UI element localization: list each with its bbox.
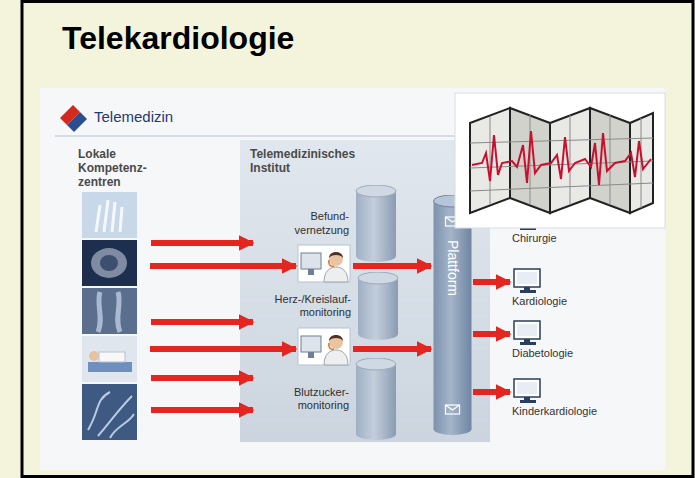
computer-station: Kardiologie <box>512 268 570 310</box>
red-arrow <box>151 407 253 413</box>
computer-station: Diabetologie <box>512 320 576 362</box>
image-thumbnails <box>82 192 137 440</box>
site-column: Lokale Kompetenz- zentren <box>78 148 150 445</box>
database-cylinder: Blutzucker- monitoring <box>255 358 397 440</box>
doctor-figure <box>298 245 350 282</box>
picture-ground <box>40 88 665 470</box>
computer-icon <box>512 378 544 404</box>
red-arrow <box>473 279 510 285</box>
computer-icon <box>512 268 544 294</box>
station-label: Kardiologie <box>512 295 570 308</box>
page-frame <box>22 2 693 477</box>
logo-mark <box>60 105 87 132</box>
cylinder-shape <box>357 272 399 340</box>
column-heading: Lokale Kompetenz- zentren <box>78 148 147 189</box>
database-cylinder: Herz-/Kreislauf- monitoring <box>255 272 399 340</box>
cylinder-shape <box>355 358 397 440</box>
red-arrow <box>150 266 431 349</box>
computer-icon <box>512 320 544 346</box>
column-heading: Telemedizinisches Institut <box>250 140 355 176</box>
doctor-figure <box>298 328 350 365</box>
cylinder-shape <box>355 185 397 262</box>
platform-shape <box>433 195 472 435</box>
platform-cylinder: Plattform <box>433 195 472 435</box>
red-arrow <box>151 375 253 381</box>
database-cylinder: Befund- vernetzung <box>255 185 397 262</box>
red-arrow <box>151 240 253 246</box>
red-arrow <box>473 331 510 337</box>
computer-station: Kinderkardiologie <box>512 378 599 420</box>
store-label: Blutzucker- monitoring <box>294 386 349 412</box>
store-label: Plattform <box>445 240 461 296</box>
institute-panel: Befund- vernetzungHerz-/Kreislauf- monit… <box>240 140 490 442</box>
store-label: Befund- vernetzung <box>295 210 349 236</box>
logo-text: Telemedizin <box>94 108 173 125</box>
station-label: Diabetologie <box>512 347 576 360</box>
station-label: Chirurgie <box>512 232 559 245</box>
red-arrow <box>151 319 253 325</box>
institute-panel <box>240 140 490 442</box>
station-label: Kinderkardiologie <box>512 405 599 418</box>
computer-station: Chirurgie <box>512 205 559 247</box>
ecg-map-picture <box>455 93 665 228</box>
computer-icon <box>512 205 544 231</box>
red-arrow <box>473 389 510 395</box>
page-title: Telekardiologie <box>62 20 294 57</box>
store-label: Herz-/Kreislauf- monitoring <box>261 293 351 319</box>
